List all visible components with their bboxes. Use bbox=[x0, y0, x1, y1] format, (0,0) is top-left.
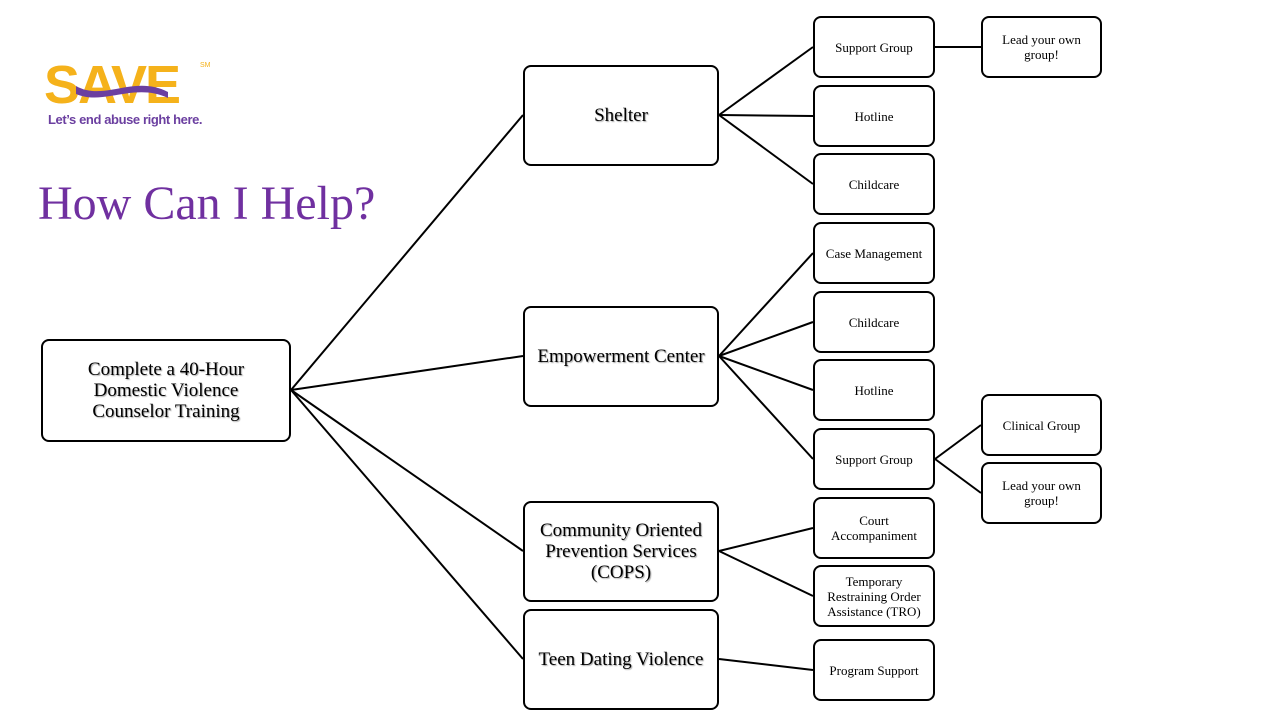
node-empowerment-lead-own-group: Lead your own group! bbox=[981, 462, 1102, 524]
root-training-label: Complete a 40-Hour Domestic Violence Cou… bbox=[87, 359, 245, 422]
branch-empowerment-center: Empowerment Center bbox=[523, 306, 719, 407]
logo-swoosh-icon bbox=[76, 85, 168, 98]
connector-line bbox=[718, 46, 814, 116]
branch-teen-dating-violence-label: Teen Dating Violence bbox=[538, 649, 704, 670]
connector-line bbox=[290, 355, 524, 391]
node-label: Hotline bbox=[854, 108, 894, 124]
root-training-box: Complete a 40-Hour Domestic Violence Cou… bbox=[41, 339, 291, 442]
connector-line bbox=[718, 114, 814, 185]
connector-line bbox=[718, 658, 814, 671]
node-label: Childcare bbox=[848, 176, 900, 192]
node-label: Childcare bbox=[848, 314, 900, 330]
node-label: Court Accompaniment bbox=[831, 513, 917, 543]
node-label: Case Management bbox=[825, 245, 923, 261]
node-label: Support Group bbox=[835, 451, 913, 467]
node-label: Support Group bbox=[835, 39, 913, 55]
connector-line bbox=[718, 355, 814, 460]
logo-service-mark: SM bbox=[200, 62, 211, 69]
logo-tagline: Let’s end abuse right here. bbox=[48, 112, 203, 127]
branch-teen-dating-violence: Teen Dating Violence bbox=[523, 609, 719, 710]
connector-line bbox=[718, 355, 814, 391]
branch-shelter-label: Shelter bbox=[594, 105, 648, 126]
node-label: Temporary Restraining Order Assistance (… bbox=[827, 573, 921, 619]
node-label: Hotline bbox=[854, 382, 894, 398]
node-empowerment-support-group: Support Group bbox=[813, 428, 935, 490]
node-shelter-support-group: Support Group bbox=[813, 16, 935, 78]
node-label: Lead your own group! bbox=[1002, 32, 1081, 62]
branch-empowerment-center-label: Empowerment Center bbox=[537, 346, 705, 367]
node-shelter-childcare: Childcare bbox=[813, 153, 935, 215]
save-logo: SAVE SM Let’s end abuse right here. bbox=[44, 58, 214, 130]
connector-line bbox=[290, 389, 524, 552]
node-label: Clinical Group bbox=[1002, 417, 1081, 433]
node-shelter-lead-own-group: Lead your own group! bbox=[981, 16, 1102, 78]
node-teen-program-support: Program Support bbox=[813, 639, 935, 701]
connector-line bbox=[718, 321, 814, 357]
page-title: How Can I Help? bbox=[38, 177, 376, 230]
node-label: Program Support bbox=[829, 662, 919, 678]
connector-line bbox=[718, 114, 814, 117]
connector-line bbox=[290, 389, 524, 660]
node-shelter-hotline: Hotline bbox=[813, 85, 935, 147]
node-cops-tro-assistance: Temporary Restraining Order Assistance (… bbox=[813, 565, 935, 627]
node-label: Lead your own group! bbox=[1002, 478, 1081, 508]
node-empowerment-childcare: Childcare bbox=[813, 291, 935, 353]
connector-line bbox=[934, 424, 982, 460]
connector-line bbox=[934, 458, 982, 494]
node-empowerment-hotline: Hotline bbox=[813, 359, 935, 421]
connector-line bbox=[290, 114, 524, 391]
node-empowerment-case-management: Case Management bbox=[813, 222, 935, 284]
logo-wordmark: SAVE bbox=[44, 55, 181, 115]
connector-line bbox=[718, 527, 814, 552]
connector-line bbox=[718, 550, 814, 597]
branch-cops-label: Community Oriented Prevention Services (… bbox=[539, 520, 702, 583]
branch-cops: Community Oriented Prevention Services (… bbox=[523, 501, 719, 602]
node-empowerment-clinical-group: Clinical Group bbox=[981, 394, 1102, 456]
node-cops-court-accompaniment: Court Accompaniment bbox=[813, 497, 935, 559]
connector-line bbox=[718, 252, 814, 357]
branch-shelter: Shelter bbox=[523, 65, 719, 166]
